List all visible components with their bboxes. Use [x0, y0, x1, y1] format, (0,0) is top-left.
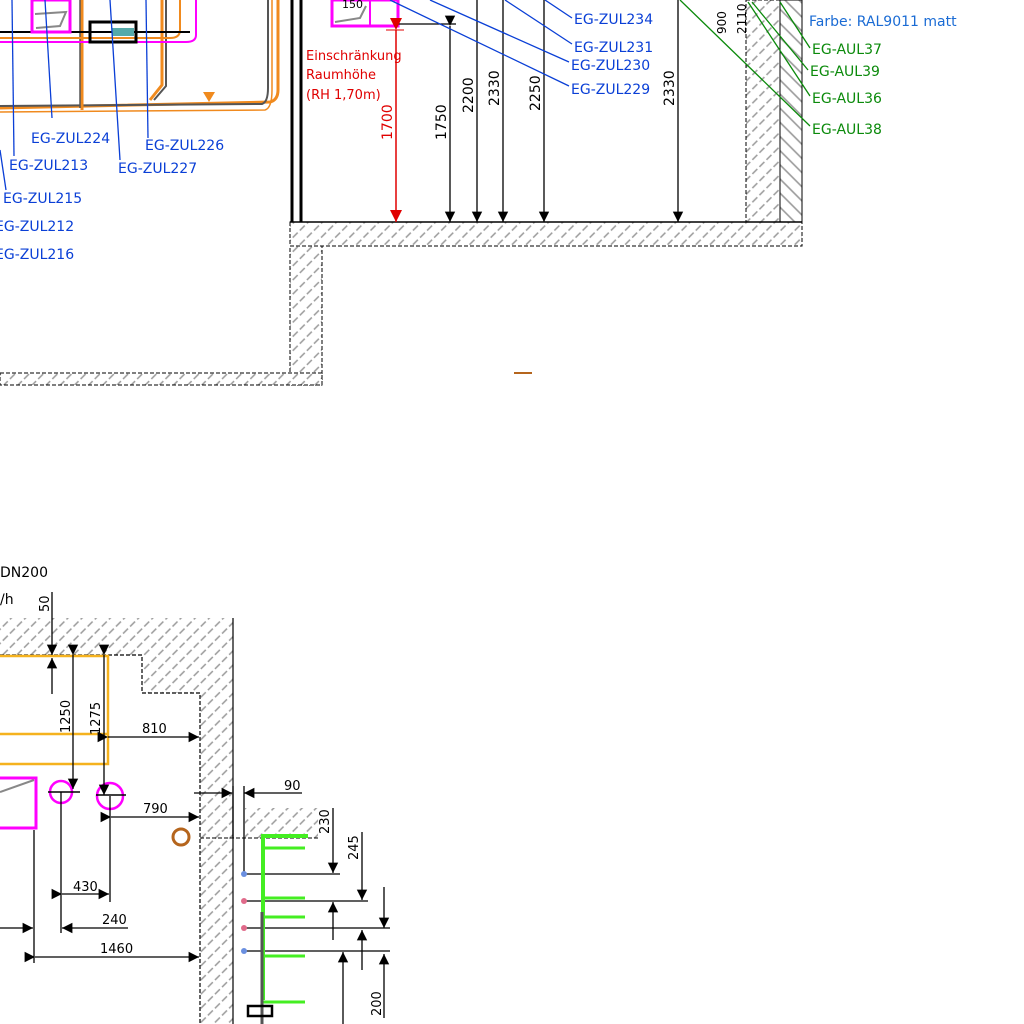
label-eg-zul227: EG-ZUL227: [118, 161, 197, 177]
label-eg-zul229: EG-ZUL229: [571, 82, 650, 98]
dim-2330-a: 2330: [487, 70, 503, 106]
label-eg-aul39: EG-AUL39: [810, 64, 880, 80]
outdoor-leaders: [679, 0, 811, 127]
label-eg-zul216: EG-ZUL216: [0, 247, 74, 263]
dim-900: 900: [715, 11, 729, 34]
dim-50: 50: [38, 595, 53, 612]
label-eg-zul212: EG-ZUL212: [0, 219, 74, 235]
label-eg-aul38: EG-AUL38: [812, 122, 882, 138]
label-eg-zul234: EG-ZUL234: [574, 12, 653, 28]
box-label: 150: [342, 0, 363, 11]
dim-230: 230: [318, 809, 333, 834]
dim-1275: 1275: [89, 702, 104, 735]
dim-90: 90: [284, 779, 301, 794]
label-eg-zul213: EG-ZUL213: [9, 158, 88, 174]
bottom-dimension-lines: [0, 592, 390, 1024]
dim-1750: 1750: [434, 104, 450, 140]
dim-2200: 2200: [461, 77, 477, 113]
label-eg-zul231: EG-ZUL231: [574, 40, 653, 56]
color-note: Farbe: RAL9011 matt: [809, 14, 957, 30]
dim-1700: 1700: [380, 104, 396, 140]
dim-1250: 1250: [59, 700, 74, 733]
height-dimensions: [386, 0, 684, 222]
supply-leaders-right: [389, 0, 573, 87]
dim-430: 430: [73, 880, 98, 895]
top-left-plan: [0, 0, 280, 113]
dim-2330-b: 2330: [662, 70, 678, 106]
flow-unit: /h: [0, 592, 14, 608]
pipe-manifold: [241, 834, 308, 1024]
restriction-line1: Einschränkung: [306, 49, 402, 64]
label-eg-aul37: EG-AUL37: [812, 42, 882, 58]
dim-810: 810: [142, 722, 167, 737]
restriction-line2: Raumhöhe: [306, 68, 376, 83]
label-eg-aul36: EG-AUL36: [812, 91, 882, 107]
supply-leaders-left: [0, 0, 149, 191]
walls-bottom: [0, 618, 318, 1024]
dim-2110: 2110: [735, 3, 749, 34]
dim-790: 790: [143, 802, 168, 817]
label-eg-zul230: EG-ZUL230: [571, 58, 650, 74]
restriction-line3: (RH 1,70m): [306, 88, 381, 103]
dim-200: 200: [370, 991, 385, 1016]
dim-245: 245: [347, 835, 362, 860]
pipe-label: DN200: [0, 565, 48, 581]
equipment-box: 150: [330, 0, 456, 28]
label-eg-zul215: EG-ZUL215: [3, 191, 82, 207]
walls-top: [0, 0, 803, 386]
label-eg-zul224: EG-ZUL224: [31, 131, 110, 147]
label-eg-zul226: EG-ZUL226: [145, 138, 224, 154]
dim-2250: 2250: [528, 75, 544, 111]
dim-1460: 1460: [100, 942, 133, 957]
dim-240: 240: [102, 913, 127, 928]
